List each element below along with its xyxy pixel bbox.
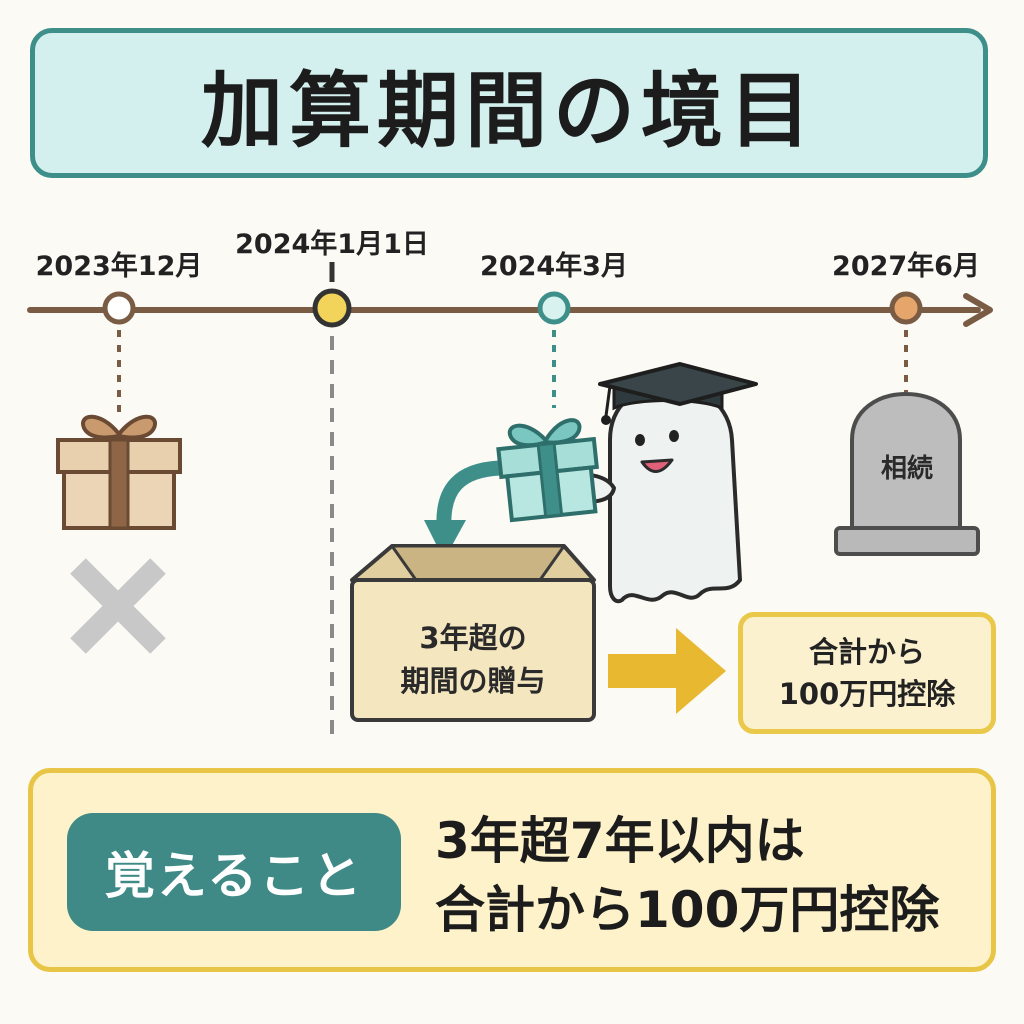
date-label-jan-2024: 2024年1月1日 [235, 229, 429, 260]
date-label-jun-2027: 2027年6月 [832, 251, 980, 282]
timeline-axis [27, 293, 993, 327]
yellow-arrow-icon [608, 628, 726, 714]
marker-dec-2023 [102, 291, 136, 325]
result-box: 合計から 100万円控除 [738, 612, 996, 734]
date-label-mar-2024: 2024年3月 [480, 251, 628, 282]
curved-arrow-icon [424, 460, 508, 560]
marker-mar-2024 [537, 291, 571, 325]
tombstone-icon [834, 392, 980, 556]
marker-jan-2024 [312, 288, 352, 328]
summary-badge: 覚えること [67, 813, 401, 931]
ghost-graduate-icon [564, 362, 758, 604]
gift-icon [56, 414, 182, 530]
summary-text: 3年超7年以内は 合計から100万円控除 [435, 812, 940, 939]
summary-panel: 覚えること 3年超7年以内は 合計から100万円控除 [28, 768, 996, 972]
tomb-label: 相続 [880, 454, 933, 484]
page-title: 加算期間の境目 [200, 63, 817, 159]
box-icon [350, 544, 596, 722]
teal-gift-icon [496, 418, 599, 523]
date-label-dec-2023: 2023年12月 [35, 251, 203, 282]
box-label: 3年超の 期間の贈与 [400, 620, 546, 699]
cross-icon [70, 558, 166, 654]
title-banner: 加算期間の境目 [30, 28, 988, 178]
marker-jun-2027 [889, 291, 923, 325]
